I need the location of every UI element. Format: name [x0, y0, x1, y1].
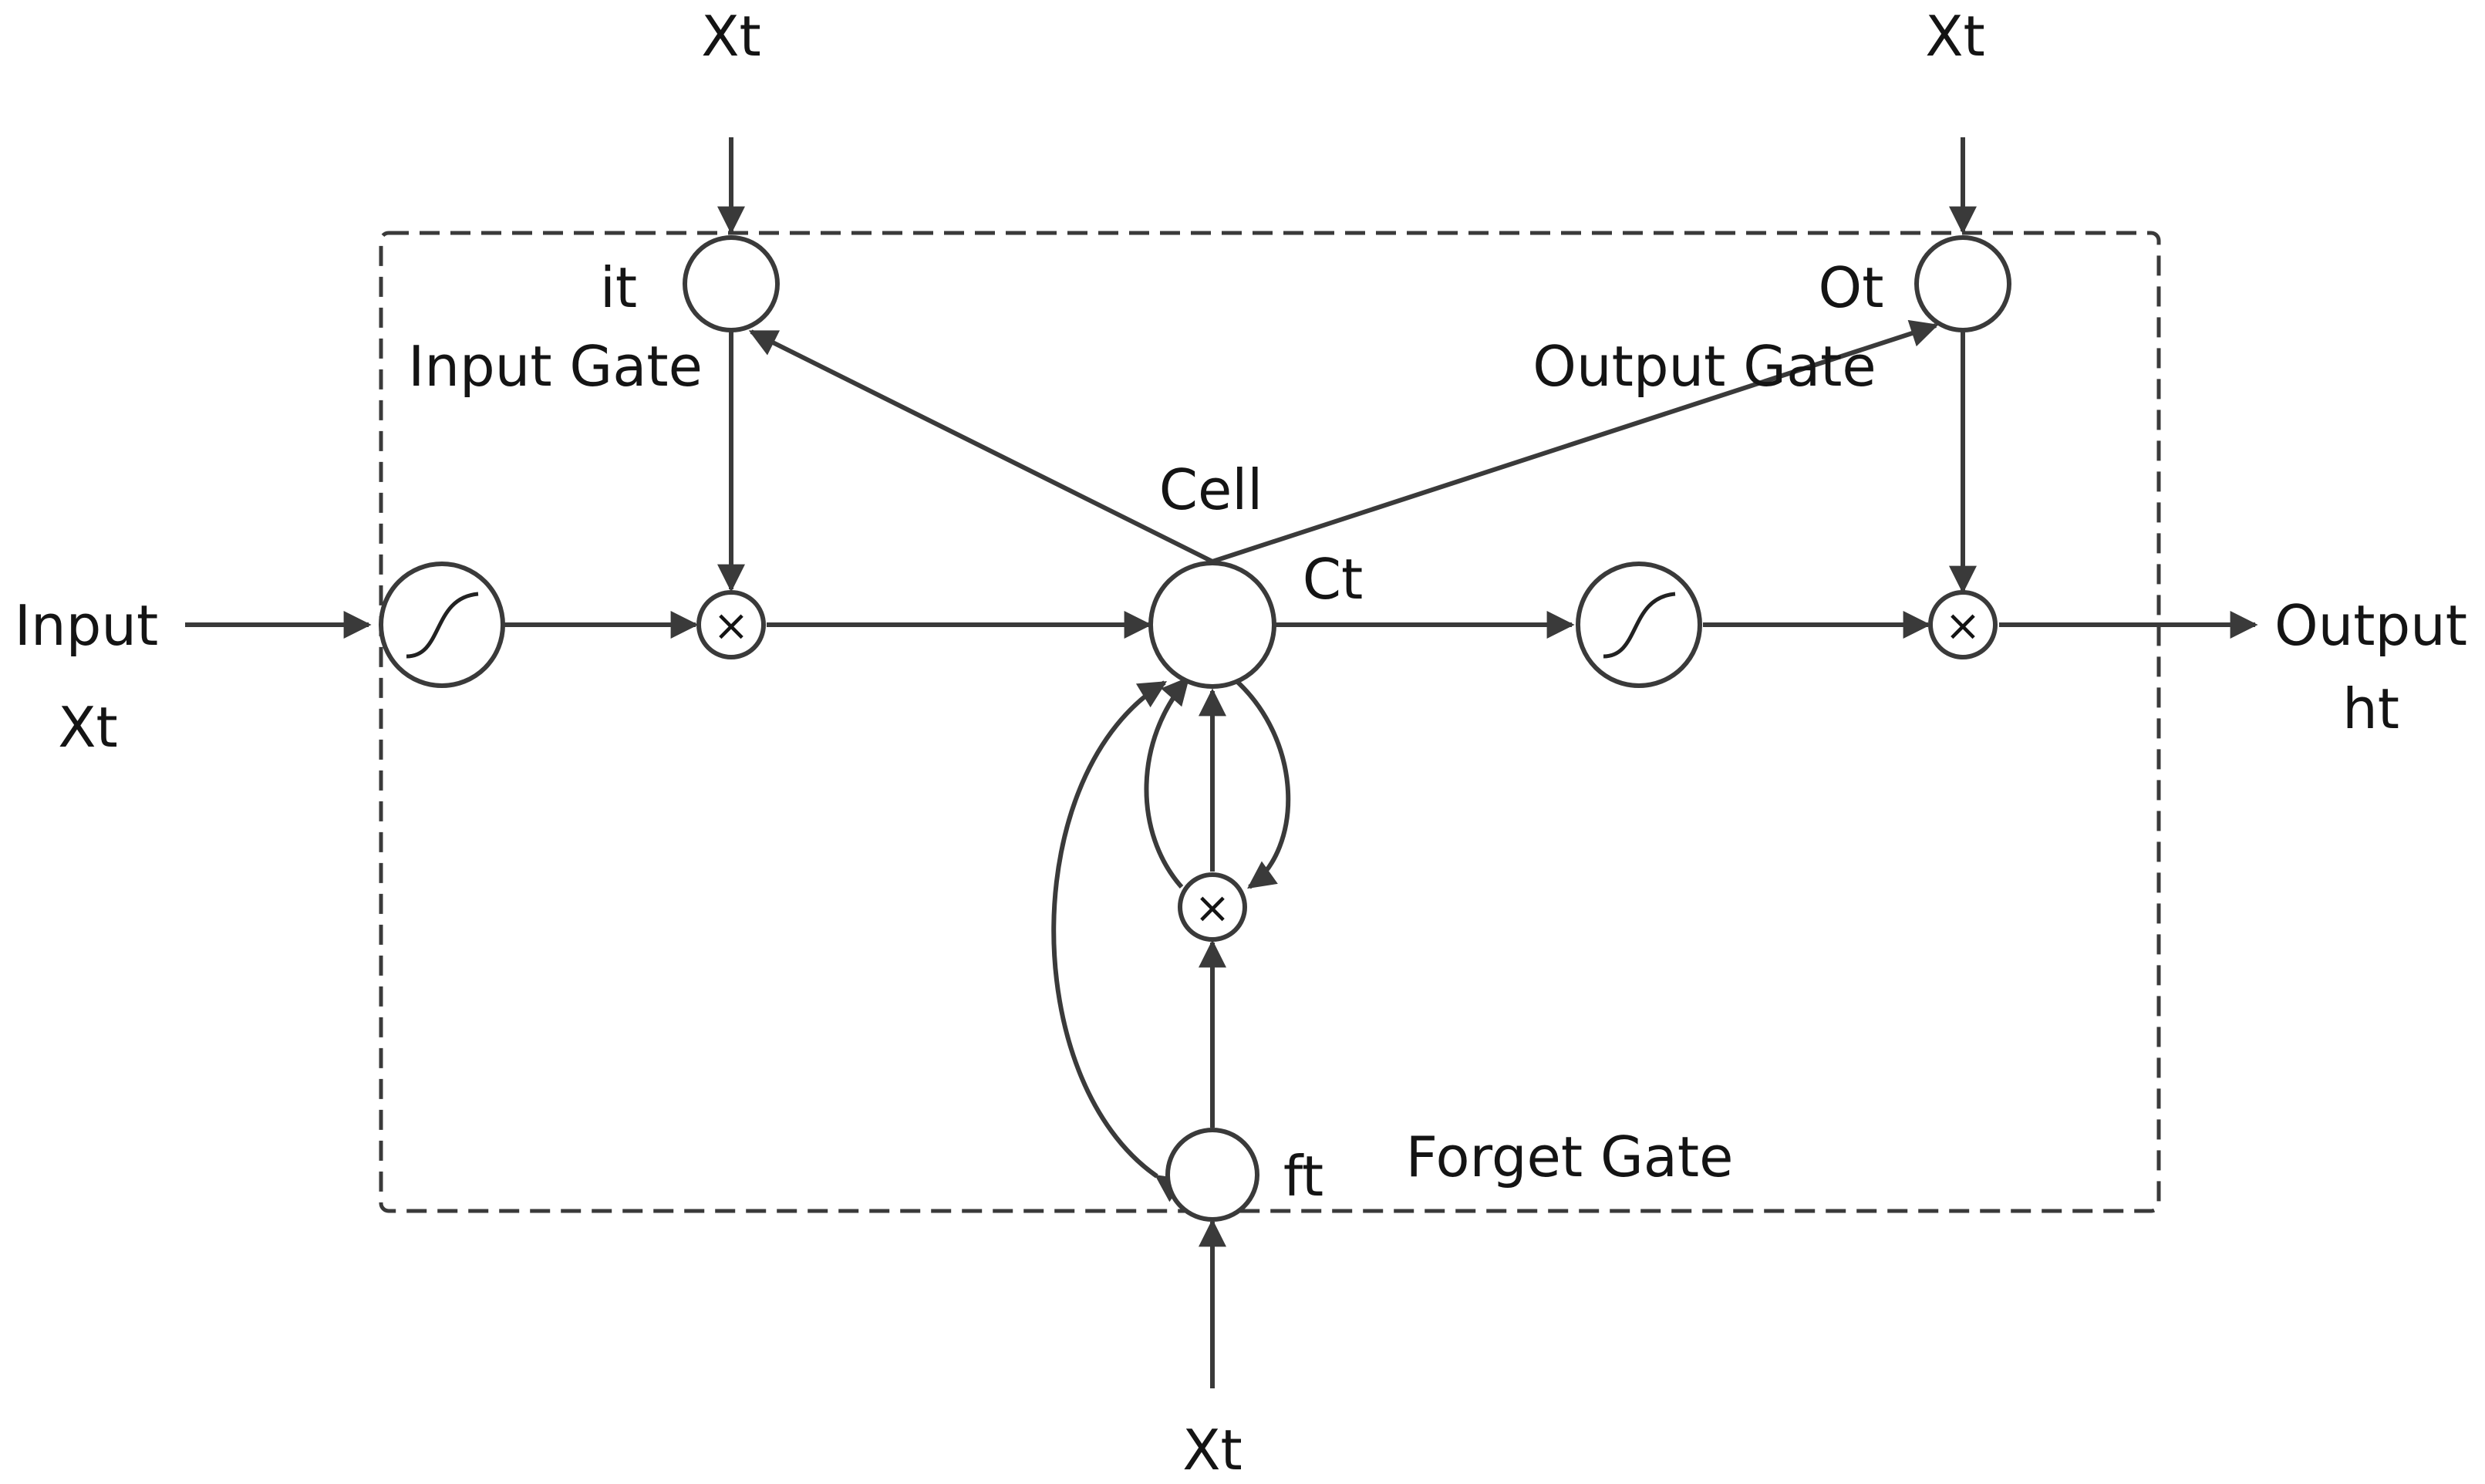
multiply-icon: × — [1945, 601, 1981, 651]
label-ot: Ot — [1819, 255, 1884, 320]
label-forget-gate: Forget Gate — [1406, 1125, 1734, 1189]
arrow-cell-forget-gate-arc — [1051, 680, 1185, 1202]
label-input-xt: Xt — [58, 695, 118, 760]
arrow-multiply-loop-to-cell — [1144, 676, 1190, 889]
label-cell: Cell — [1159, 457, 1263, 522]
input-multiply-node: × — [696, 590, 766, 659]
arrow-cell-to-output-gate — [1212, 319, 1939, 564]
label-ct: Ct — [1303, 547, 1364, 612]
label-output: Output — [2274, 593, 2467, 658]
label-xt-bottom: Xt — [1182, 1418, 1242, 1482]
cell-node — [1148, 561, 1276, 689]
arrow-cell-to-input-gate — [748, 329, 1214, 564]
label-input-gate: Input Gate — [408, 334, 703, 399]
sigmoid-curve-icon — [1603, 592, 1676, 659]
output-gate-node — [1914, 235, 2011, 332]
sigmoid-curve-icon — [406, 592, 479, 659]
forget-multiply-node: × — [1178, 872, 1247, 942]
label-output-ht: ht — [2342, 676, 2399, 741]
multiply-icon: × — [1195, 883, 1231, 933]
multiply-icon: × — [713, 601, 750, 651]
forget-gate-node — [1165, 1128, 1259, 1222]
label-it: it — [600, 255, 637, 320]
arrow-cell-loop-to-multiply — [1232, 676, 1291, 889]
input-squash-node — [379, 562, 505, 688]
label-output-gate: Output Gate — [1532, 334, 1876, 399]
label-xt-top-right: Xt — [1925, 4, 1985, 69]
output-squash-node — [1576, 562, 1702, 688]
label-ft: ft — [1283, 1144, 1323, 1209]
output-multiply-node: × — [1928, 590, 1998, 659]
lstm-cell-boundary — [379, 231, 2161, 1213]
label-input: Input — [15, 593, 158, 658]
label-xt-top-left: Xt — [701, 4, 761, 69]
input-gate-node — [683, 235, 780, 332]
